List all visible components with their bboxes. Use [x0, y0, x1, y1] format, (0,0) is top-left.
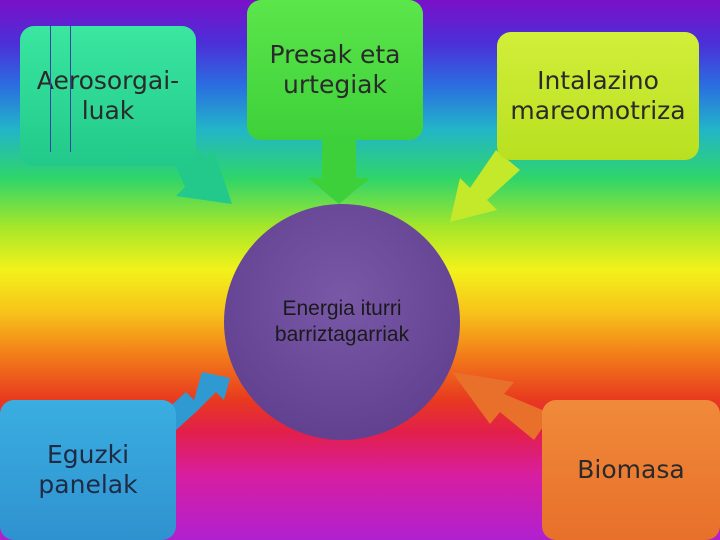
node-aerosorgailuak: Aerosorgai- luak	[20, 26, 196, 166]
center-circle: Energia iturri barriztagarriak	[224, 204, 460, 440]
node-presak: Presak eta urtegiak	[247, 0, 423, 140]
node-biomasa-label: Biomasa	[577, 455, 685, 484]
arrow-presak	[308, 140, 370, 204]
node-intalazino: Intalazino mareomotriza	[497, 32, 699, 160]
node-intalazino-label: Intalazino mareomotriza	[510, 66, 686, 125]
node-aerosorgailuak-label: Aerosorgai- luak	[36, 66, 180, 125]
center-label: Energia iturri barriztagarriak	[274, 296, 410, 346]
arrow-intal	[450, 150, 520, 222]
arrow-eguzki	[164, 372, 230, 430]
node-eguzki-label: Eguzki panelak	[38, 440, 138, 499]
arrow-biomasa	[452, 372, 552, 440]
node-eguzki: Eguzki panelak	[0, 400, 176, 540]
node-presak-label: Presak eta urtegiak	[269, 40, 401, 99]
node-biomasa: Biomasa	[542, 400, 720, 540]
